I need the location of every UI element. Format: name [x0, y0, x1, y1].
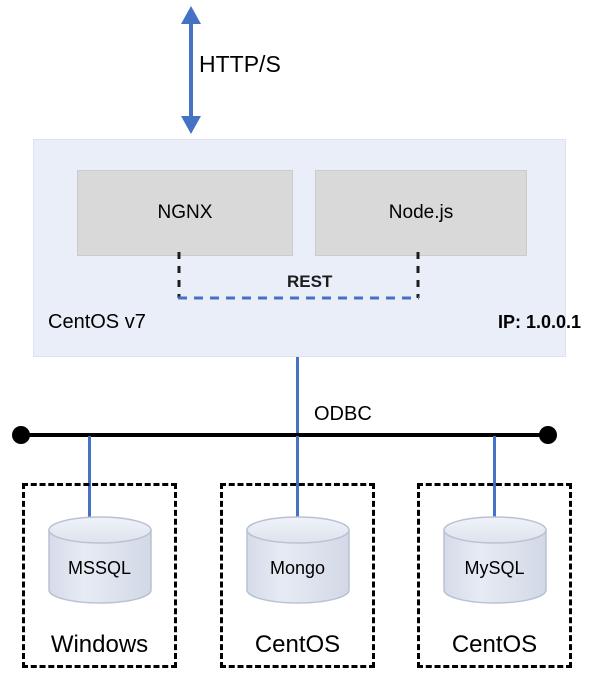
db-engine-label-1: MSSQL [67, 558, 132, 578]
db-host-os-label-1: Windows [50, 631, 149, 658]
rest-link-label: REST [283, 272, 337, 292]
db-host-box-2[interactable]: Mongo CentOS [220, 483, 375, 668]
service-label-nodejs: Node.js [388, 202, 454, 223]
db-host-os-label-3: CentOS [451, 631, 538, 658]
db-host-os-label-2: CentOS [254, 631, 341, 658]
server-os-label: CentOS v7 [48, 311, 146, 333]
db-host-box-1[interactable]: MSSQL Windows [22, 483, 177, 668]
db-drop-line-mid [296, 436, 299, 528]
database-bus-line [12, 426, 557, 444]
service-box-nodejs[interactable]: Node.js [315, 170, 527, 256]
db-engine-label-3: MySQL [464, 558, 525, 578]
service-box-ngnx[interactable]: NGNX [77, 170, 293, 256]
database-cylinder-icon: MSSQL [46, 516, 154, 604]
https-link-label: HTTP/S [199, 51, 281, 77]
db-drop-line-left [88, 436, 91, 528]
db-host-box-3[interactable]: MySQL CentOS [417, 483, 572, 668]
db-drop-line-right [493, 436, 496, 528]
rest-connector [177, 252, 420, 300]
service-label-ngnx: NGNX [157, 202, 213, 223]
database-cylinder-icon: MySQL [441, 516, 549, 604]
odbc-link-label: ODBC [314, 403, 372, 425]
server-ip-label: IP: 1.0.0.1 [497, 312, 581, 332]
https-double-arrow-icon [181, 6, 201, 134]
db-engine-label-2: Mongo [269, 558, 326, 578]
database-cylinder-icon: Mongo [244, 516, 352, 604]
